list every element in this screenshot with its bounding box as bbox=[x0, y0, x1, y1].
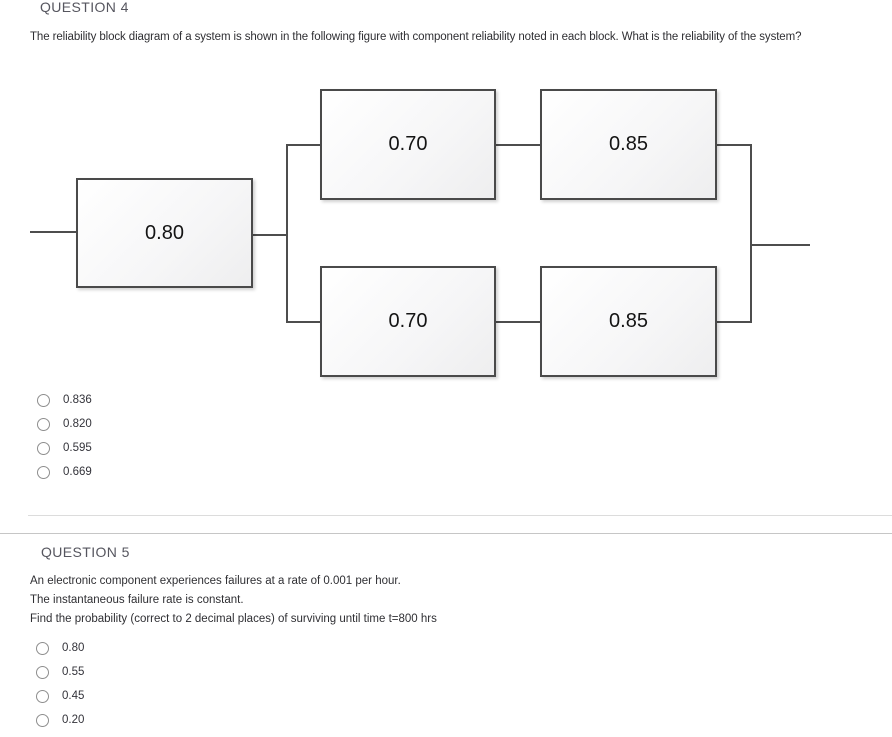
option-label[interactable]: 0.45 bbox=[62, 690, 85, 702]
question-5-option-3[interactable]: 0.45 bbox=[36, 684, 84, 708]
diagram-merge-top-line bbox=[717, 144, 752, 146]
diagram-block-080: 0.80 bbox=[76, 178, 253, 288]
radio-button-icon[interactable] bbox=[36, 689, 49, 703]
radio-button-icon[interactable] bbox=[37, 441, 50, 455]
question-5-header: QUESTION 5 bbox=[41, 544, 130, 560]
question-5-option-1[interactable]: 0.80 bbox=[36, 636, 84, 660]
diagram-branch-bottom-line bbox=[286, 321, 320, 323]
option-label[interactable]: 0.55 bbox=[62, 666, 85, 678]
radio-button-icon[interactable] bbox=[37, 417, 50, 431]
question-4-bottom-divider bbox=[28, 515, 892, 516]
question-5-option-2[interactable]: 0.55 bbox=[36, 660, 84, 684]
reliability-block-diagram: 0.80 0.70 0.85 0.70 0.85 bbox=[30, 89, 810, 377]
radio-button-icon[interactable] bbox=[36, 713, 49, 727]
diagram-series-to-branch-line bbox=[253, 234, 287, 236]
question-4-option-1[interactable]: 0.836 bbox=[37, 388, 92, 412]
diagram-merge-vertical-line bbox=[750, 144, 752, 323]
option-label[interactable]: 0.80 bbox=[62, 642, 85, 654]
question-5-option-4[interactable]: 0.20 bbox=[36, 708, 84, 732]
diagram-block-085-top: 0.85 bbox=[540, 89, 717, 200]
question-5-prompt-line-3: Find the probability (correct to 2 decim… bbox=[30, 613, 437, 625]
radio-button-icon[interactable] bbox=[36, 665, 49, 679]
question-4-option-3[interactable]: 0.595 bbox=[37, 436, 92, 460]
diagram-branch-vertical-line bbox=[286, 144, 288, 323]
option-label[interactable]: 0.595 bbox=[63, 442, 92, 454]
question-4-prompt: The reliability block diagram of a syste… bbox=[30, 31, 802, 43]
diagram-bottom-row-connector bbox=[496, 321, 540, 323]
diagram-branch-top-line bbox=[286, 144, 320, 146]
question-4-option-4[interactable]: 0.669 bbox=[37, 460, 92, 484]
question-5-prompt-line-1: An electronic component experiences fail… bbox=[30, 575, 401, 587]
question-5-top-divider bbox=[0, 533, 892, 534]
question-4-options: 0.836 0.820 0.595 0.669 bbox=[37, 388, 92, 484]
option-label[interactable]: 0.820 bbox=[63, 418, 92, 430]
diagram-merge-bottom-line bbox=[717, 321, 752, 323]
option-label[interactable]: 0.20 bbox=[62, 714, 85, 726]
radio-button-icon[interactable] bbox=[36, 641, 49, 655]
question-4-header: QUESTION 4 bbox=[40, 0, 129, 15]
question-5-options: 0.80 0.55 0.45 0.20 bbox=[36, 636, 84, 732]
option-label[interactable]: 0.669 bbox=[63, 466, 92, 478]
diagram-output-line bbox=[750, 244, 810, 246]
diagram-top-row-connector bbox=[496, 144, 540, 146]
question-4-option-2[interactable]: 0.820 bbox=[37, 412, 92, 436]
option-label[interactable]: 0.836 bbox=[63, 394, 92, 406]
diagram-block-070-bottom: 0.70 bbox=[320, 266, 496, 377]
diagram-block-085-bottom: 0.85 bbox=[540, 266, 717, 377]
diagram-block-070-top: 0.70 bbox=[320, 89, 496, 200]
diagram-input-line bbox=[30, 231, 76, 233]
radio-button-icon[interactable] bbox=[37, 393, 50, 407]
question-5-prompt: An electronic component experiences fail… bbox=[30, 572, 437, 629]
radio-button-icon[interactable] bbox=[37, 465, 50, 479]
question-5-prompt-line-2: The instantaneous failure rate is consta… bbox=[30, 594, 244, 606]
